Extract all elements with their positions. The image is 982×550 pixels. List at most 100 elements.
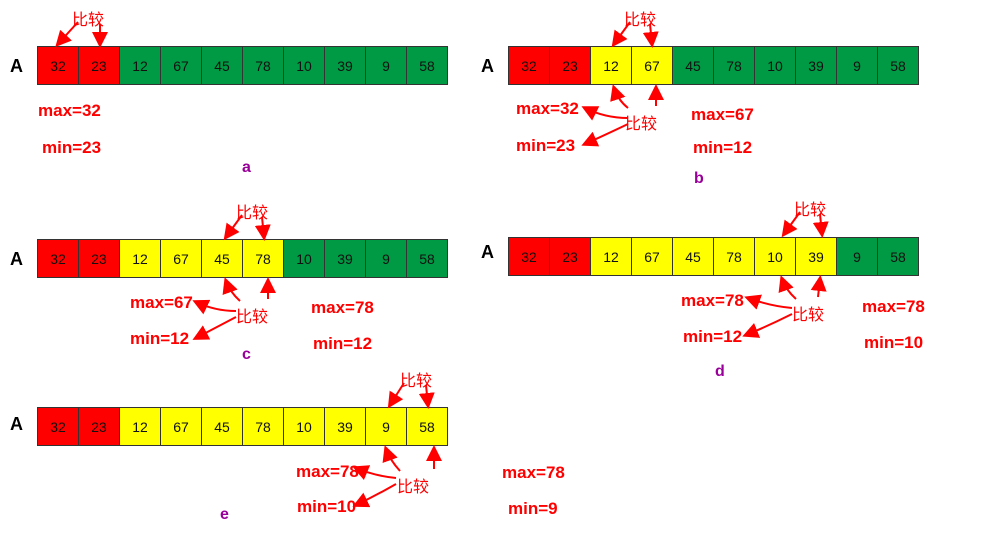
array-cell: 67 xyxy=(160,46,202,85)
arrow xyxy=(742,313,793,338)
min-label-right: min=12 xyxy=(313,334,373,353)
array-cell: 9 xyxy=(836,237,878,276)
min-label-left: min=23 xyxy=(516,136,576,155)
min-label-right: min=12 xyxy=(693,138,753,157)
max-label-right: max=67 xyxy=(691,105,754,124)
array-cell: 10 xyxy=(754,46,796,85)
array-cell: 45 xyxy=(201,407,243,446)
compare-label-top: 比较 xyxy=(794,202,827,219)
array-cell: 39 xyxy=(324,239,366,278)
arrow xyxy=(222,277,241,302)
array-cell: 12 xyxy=(590,46,632,85)
compare-label-bottom: 比较 xyxy=(397,479,430,496)
array-cell: 67 xyxy=(160,239,202,278)
max-label-left: max=32 xyxy=(516,99,579,118)
array-cell: 10 xyxy=(283,239,325,278)
array-cell: 9 xyxy=(365,407,407,446)
array-cell: 58 xyxy=(877,46,919,85)
array-cell: 39 xyxy=(795,237,837,276)
array-cell: 9 xyxy=(836,46,878,85)
max-label: max=32 xyxy=(38,101,101,120)
array-cell: 67 xyxy=(631,237,673,276)
max-label-left: max=78 xyxy=(296,462,359,481)
array-cell: 12 xyxy=(590,237,632,276)
array-label: A xyxy=(481,56,494,76)
array-cell: 32 xyxy=(37,239,79,278)
array-cell: 10 xyxy=(283,407,325,446)
arrow xyxy=(744,294,793,310)
array-cell: 39 xyxy=(324,46,366,85)
compare-label-bottom: 比较 xyxy=(792,307,825,324)
array-cell: 58 xyxy=(406,407,448,446)
min-label-left: min=12 xyxy=(130,329,190,348)
array-cell: 78 xyxy=(242,407,284,446)
array-cell: 10 xyxy=(283,46,325,85)
compare-label-top: 比较 xyxy=(236,205,269,222)
array-cell: 58 xyxy=(877,237,919,276)
array-cell: 12 xyxy=(119,46,161,85)
array-cell: 32 xyxy=(508,46,550,85)
arrow xyxy=(352,483,397,508)
array-cell: 23 xyxy=(78,46,120,85)
arrow xyxy=(192,299,237,315)
array-cell: 45 xyxy=(672,237,714,276)
min-label-left: min=12 xyxy=(683,327,743,346)
array-cell: 58 xyxy=(406,46,448,85)
array-cell: 32 xyxy=(508,237,550,276)
panel-letter: e xyxy=(220,506,229,523)
compare-label-bottom: 比较 xyxy=(625,116,658,133)
array-cell: 32 xyxy=(37,46,79,85)
array-cell: 9 xyxy=(365,46,407,85)
array-cell: 45 xyxy=(201,46,243,85)
panel-letter: c xyxy=(242,346,251,363)
max-label-left: max=67 xyxy=(130,293,193,312)
compare-label-top: 比较 xyxy=(624,12,657,29)
array-cell: 39 xyxy=(795,46,837,85)
min-label: min=23 xyxy=(42,138,102,157)
array-cell: 23 xyxy=(549,237,591,276)
arrow xyxy=(581,123,629,147)
array-cell: 9 xyxy=(365,239,407,278)
arrow xyxy=(382,445,401,472)
array-label: A xyxy=(10,414,23,434)
compare-label-bottom: 比较 xyxy=(236,309,269,326)
array-cell: 39 xyxy=(324,407,366,446)
array-cell: 45 xyxy=(672,46,714,85)
panel-letter: b xyxy=(694,170,704,187)
array-cell: 78 xyxy=(242,239,284,278)
array-cell: 12 xyxy=(119,239,161,278)
arrow xyxy=(810,275,827,298)
compare-label-top: 比较 xyxy=(72,12,105,29)
arrow xyxy=(352,465,397,481)
array-label: A xyxy=(10,249,23,269)
arrow xyxy=(581,106,629,121)
array-label: A xyxy=(481,242,494,262)
max-label-right: max=78 xyxy=(862,297,925,316)
min-label-left: min=10 xyxy=(297,497,357,516)
compare-label-top: 比较 xyxy=(400,373,433,390)
array-cell: 23 xyxy=(549,46,591,85)
min-label-right: min=10 xyxy=(864,333,924,352)
arrow xyxy=(610,84,629,109)
array-label: A xyxy=(10,56,23,76)
min-label-right: min=9 xyxy=(508,499,558,518)
array-cell: 67 xyxy=(631,46,673,85)
array-cell: 23 xyxy=(78,239,120,278)
max-label-right: max=78 xyxy=(311,298,374,317)
array-cell: 78 xyxy=(242,46,284,85)
array-cell: 12 xyxy=(119,407,161,446)
arrow xyxy=(192,316,237,340)
max-label-right: max=78 xyxy=(502,463,565,482)
array-cell: 78 xyxy=(713,46,755,85)
array-cell: 23 xyxy=(78,407,120,446)
array-cell: 58 xyxy=(406,239,448,278)
panel-letter: d xyxy=(715,363,725,380)
panel-letter: a xyxy=(242,159,251,176)
array-cell: 32 xyxy=(37,407,79,446)
array-cell: 10 xyxy=(754,237,796,276)
arrow xyxy=(778,275,797,300)
